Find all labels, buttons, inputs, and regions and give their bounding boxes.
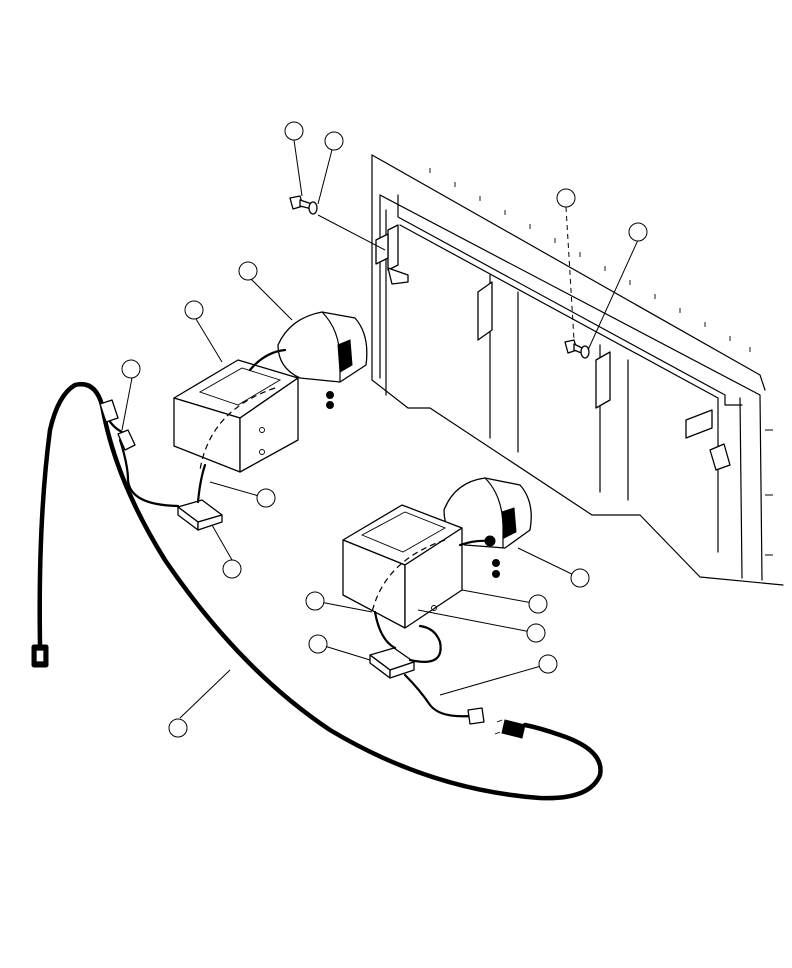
callout-circle [284,121,304,141]
callout-circle [121,359,141,379]
callout-circle [324,131,344,151]
callout-circle [238,261,258,281]
mounting-bracket-left [375,224,409,285]
callout-circle [570,568,590,588]
mounting-bracket-middle [477,281,493,341]
mounting-bracket-far-right [685,409,731,471]
callout-circle [168,718,188,738]
frame-bolts [429,168,773,556]
work-lamp-right [443,477,532,578]
callouts [121,121,648,738]
callout-circle [222,559,242,579]
relay-left [99,399,223,531]
callout-circle [628,222,648,242]
lamp-box-left [173,348,299,473]
callout-circle [556,188,576,208]
mounting-bracket-right [595,351,611,409]
callout-circle [184,300,204,320]
callout-circle [538,654,558,674]
main-harness [31,381,603,801]
cab-frame [371,154,784,586]
callout-circle [308,634,328,654]
callout-circle [528,594,548,614]
bolt-right [564,339,590,359]
leader-lines [121,139,639,719]
bolt-left [289,195,318,215]
work-lamp-left [277,311,368,409]
callout-circle [256,488,276,508]
relay-right [369,610,485,725]
callout-circle [305,591,325,611]
lamp-box-right [342,504,490,629]
callout-circle [526,623,546,643]
